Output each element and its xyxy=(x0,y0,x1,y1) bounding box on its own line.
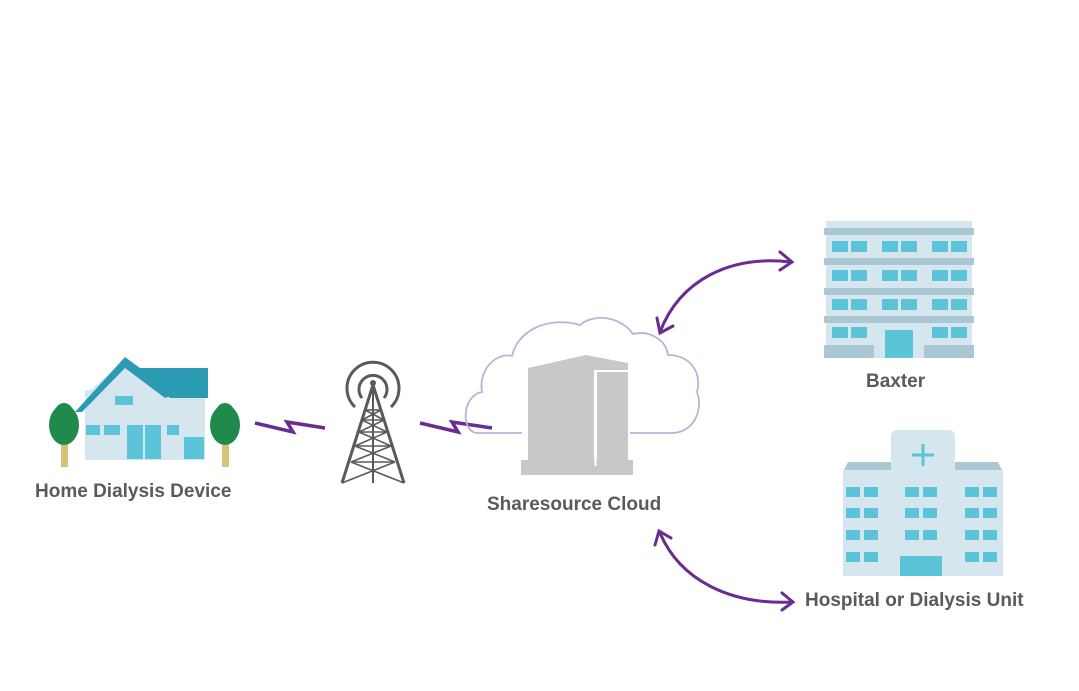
office-building-icon xyxy=(824,221,974,358)
wireless-link-icon xyxy=(419,419,493,435)
server-icon xyxy=(521,355,633,475)
tree-icon xyxy=(49,403,79,467)
bidirectional-arrow-icon xyxy=(655,250,795,336)
tree-icon xyxy=(210,403,240,467)
house-icon xyxy=(49,357,240,467)
bidirectional-arrow-icon xyxy=(653,528,796,612)
cell-tower-icon xyxy=(340,360,406,484)
wireless-link-icon xyxy=(254,419,326,435)
hospital-icon xyxy=(843,430,1003,576)
baxter-label: Baxter xyxy=(866,371,926,392)
hospital-label: Hospital or Dialysis Unit xyxy=(805,590,1024,611)
sharesource-cloud-label: Sharesource Cloud xyxy=(487,494,662,515)
medical-cross-icon xyxy=(912,444,934,466)
cloud-server-icon xyxy=(464,317,700,475)
cloud-outline xyxy=(464,317,700,434)
home-dialysis-device-label: Home Dialysis Device xyxy=(35,481,232,502)
